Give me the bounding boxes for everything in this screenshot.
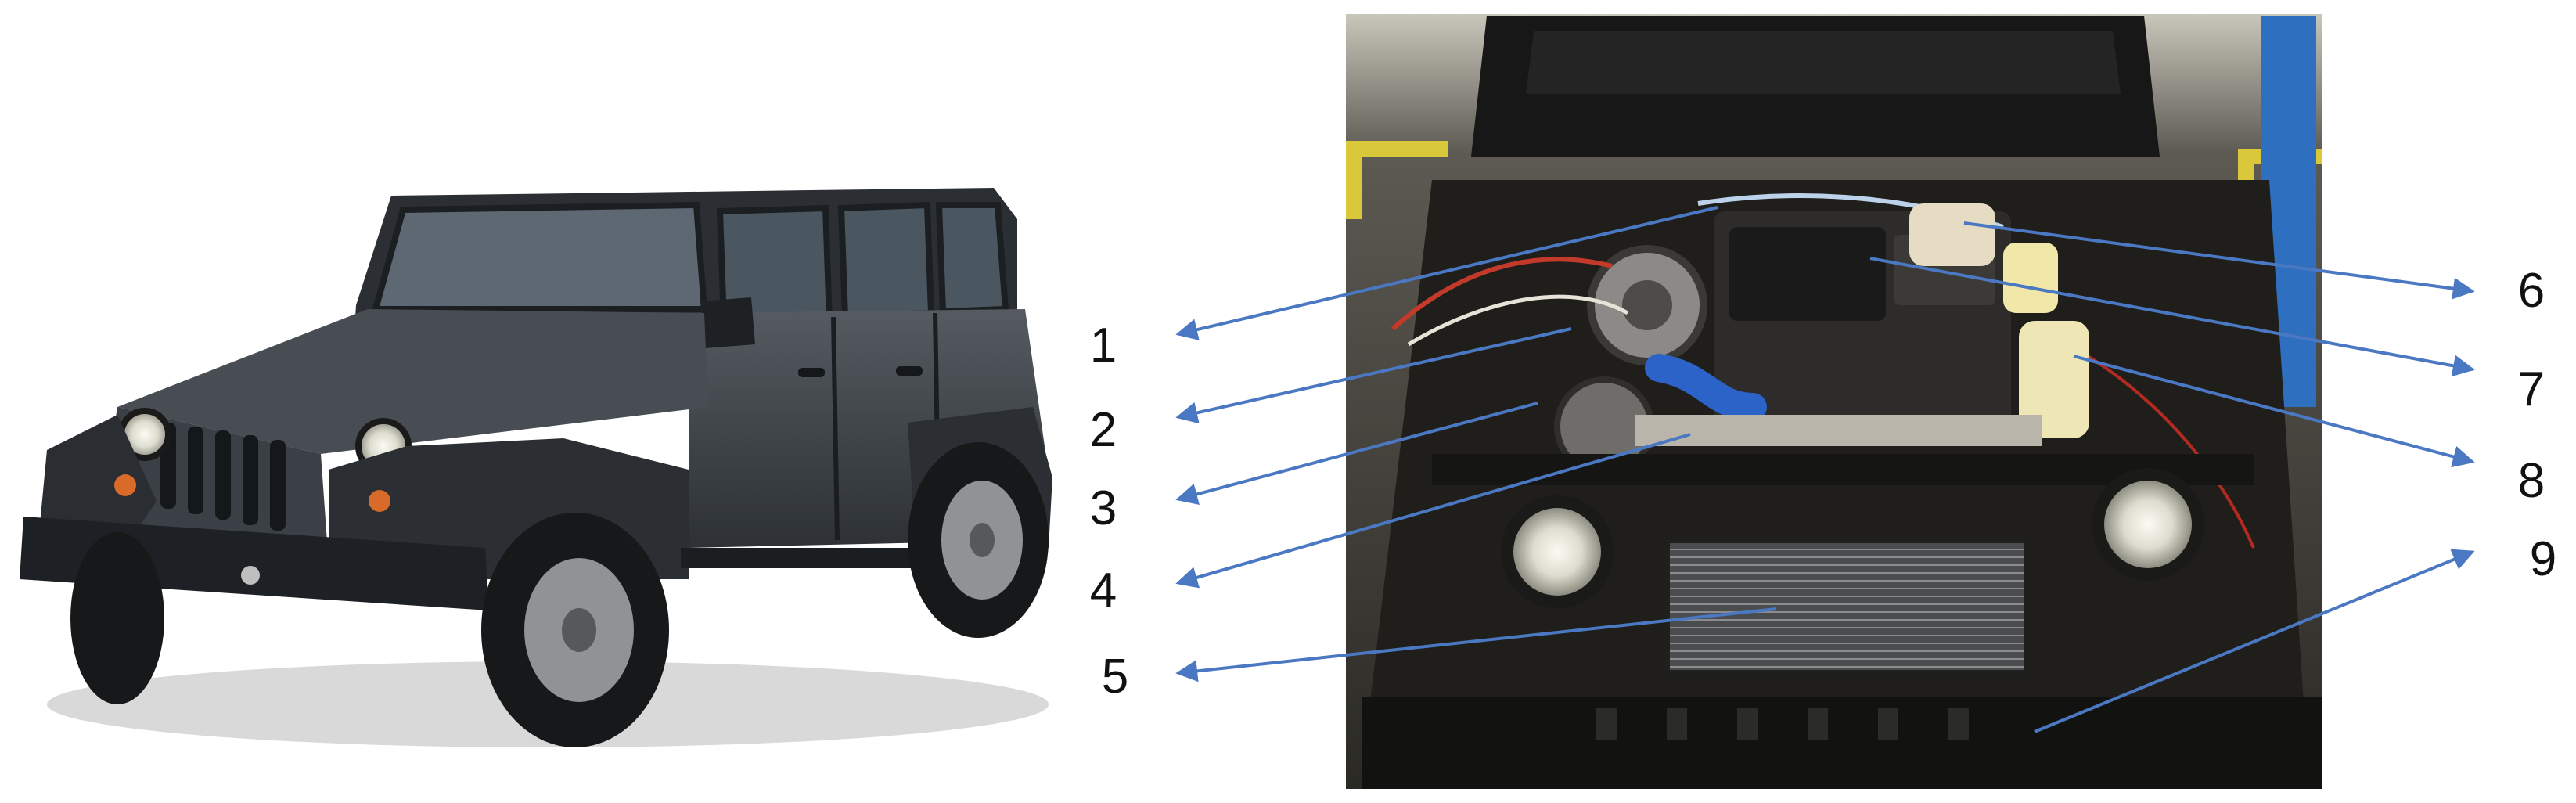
callout-arrow-9 [2034, 549, 2475, 733]
callout-arrow-3 [1175, 402, 1538, 506]
callout-arrow-6 [1963, 221, 2475, 300]
callout-arrow-1 [1175, 206, 1718, 340]
callout-number-7: 7 [2518, 362, 2545, 416]
jeep-icon [20, 188, 1052, 747]
callout-arrow-4 [1175, 433, 1691, 589]
front-wheel [481, 513, 669, 747]
rear-wheel [908, 442, 1049, 638]
callout-number-8: 8 [2518, 454, 2545, 508]
left-front-wheel [70, 532, 164, 704]
callout-number-9: 9 [2530, 532, 2556, 586]
callout-number-2: 2 [1090, 403, 1117, 457]
callout-numbers: 1 2 3 4 5 6 7 8 9 [1090, 264, 2556, 704]
engine-bay-photo [1346, 14, 2322, 789]
headlight-right [2092, 468, 2204, 581]
callout-arrow-7 [1869, 257, 2475, 377]
callout-number-1: 1 [1090, 319, 1117, 373]
callout-number-6: 6 [2518, 264, 2545, 318]
coolant-reservoir-icon [1909, 203, 2089, 438]
intercooler-icon [1664, 537, 2030, 676]
vehicle-photo [20, 188, 1052, 747]
headlight-left [1501, 495, 1614, 608]
callout-arrows [1175, 206, 2475, 733]
callout-number-4: 4 [1090, 564, 1117, 618]
callout-arrow-2 [1175, 327, 1572, 424]
callout-arrow-8 [2073, 355, 2475, 468]
callout-number-5: 5 [1102, 650, 1128, 704]
callout-number-3: 3 [1090, 481, 1117, 535]
callout-arrow-5 [1175, 607, 1777, 682]
